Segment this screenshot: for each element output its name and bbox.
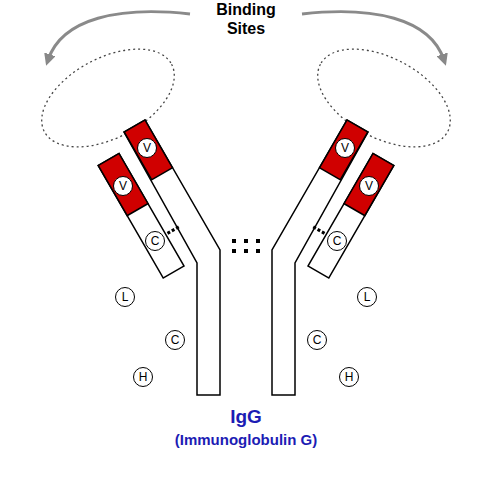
domain-letter: C bbox=[171, 334, 180, 346]
domain-circle: L bbox=[357, 287, 377, 307]
variable-region bbox=[98, 153, 148, 215]
diagram-caption: IgG bbox=[146, 406, 346, 428]
binding-loop bbox=[26, 29, 191, 167]
hinge-bonds bbox=[232, 239, 260, 253]
domain-circle: L bbox=[115, 287, 135, 307]
diagram-title: Binding Sites bbox=[201, 0, 291, 38]
domain-letter: V bbox=[365, 180, 373, 192]
variable-region bbox=[124, 120, 172, 180]
light-chain bbox=[98, 153, 184, 278]
domain-circle: C bbox=[327, 231, 347, 251]
antibody-half-mirror bbox=[272, 12, 466, 395]
domain-letter: L bbox=[364, 291, 371, 303]
domain-letter: C bbox=[313, 334, 322, 346]
domain-circle: C bbox=[307, 330, 327, 350]
domain-letter: L bbox=[122, 291, 129, 303]
domain-letter: V bbox=[341, 142, 349, 154]
domain-circle: V bbox=[137, 138, 157, 158]
antibody-half bbox=[26, 12, 220, 395]
domain-circle: C bbox=[165, 330, 185, 350]
disulfide-bond bbox=[175, 226, 179, 230]
domain-letter: H bbox=[345, 371, 354, 383]
domain-letter: C bbox=[151, 235, 160, 247]
domain-circle: V bbox=[335, 138, 355, 158]
domain-letter: C bbox=[333, 235, 342, 247]
domain-letter: V bbox=[143, 142, 151, 154]
domain-circle: H bbox=[339, 367, 359, 387]
disulfide-bond bbox=[167, 231, 171, 235]
domain-letter: V bbox=[119, 180, 127, 192]
domain-letter: H bbox=[139, 371, 148, 383]
domain-circle: V bbox=[113, 176, 133, 196]
binding-arrow bbox=[48, 12, 190, 60]
domain-circle: H bbox=[133, 367, 153, 387]
domain-circle: C bbox=[145, 231, 165, 251]
caption-subtitle: (Immunoglobulin G) bbox=[116, 431, 376, 449]
domain-circle: V bbox=[359, 176, 379, 196]
disulfide-bond bbox=[171, 228, 175, 232]
